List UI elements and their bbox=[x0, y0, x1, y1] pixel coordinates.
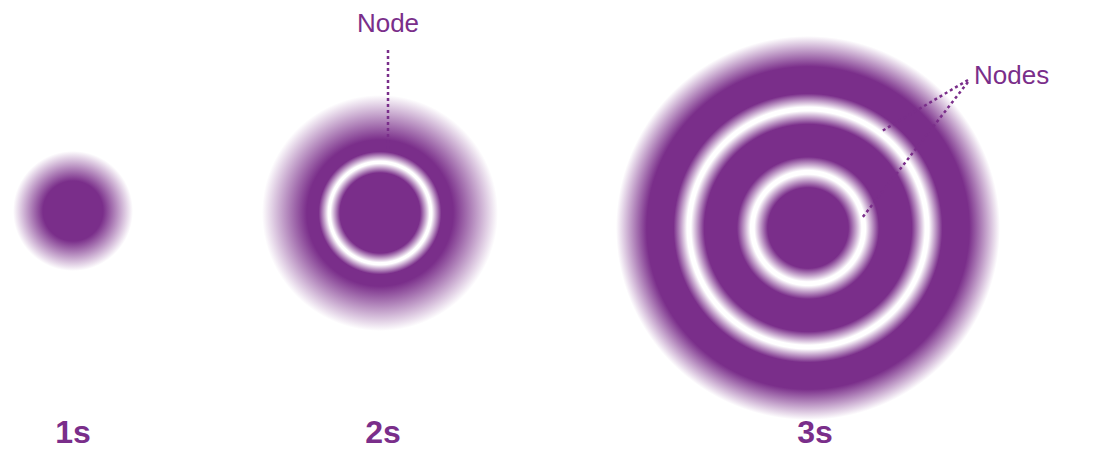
orbital-2s bbox=[262, 95, 498, 331]
orbital-name: 3s bbox=[797, 416, 833, 448]
leader-line bbox=[862, 82, 968, 218]
node-label: Node bbox=[357, 10, 419, 36]
orbital-name: 2s bbox=[365, 416, 401, 448]
orbital-name: 1s bbox=[55, 416, 91, 448]
node-label: Nodes bbox=[974, 62, 1049, 88]
orbital-3s bbox=[616, 36, 1000, 420]
leader-line bbox=[882, 80, 968, 131]
orbital-1s bbox=[13, 151, 133, 271]
leader-line bbox=[387, 50, 390, 152]
